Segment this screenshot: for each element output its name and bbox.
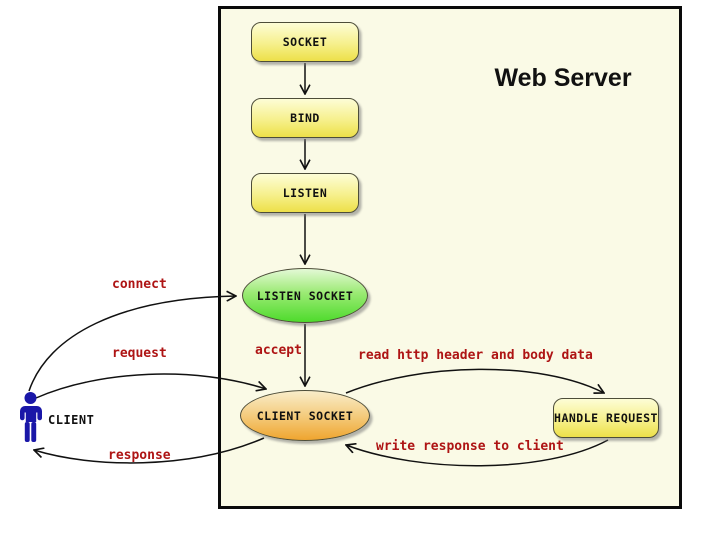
edge-connect xyxy=(28,296,236,392)
node-bind-label: BIND xyxy=(290,111,320,125)
node-client-socket-label: CLIENT SOCKET xyxy=(256,408,354,423)
node-listen-socket: LISTEN SOCKET xyxy=(242,268,368,323)
edge-label-response: response xyxy=(108,448,171,463)
edge-read-http xyxy=(345,368,604,393)
node-handle-request: HANDLE REQUEST xyxy=(553,398,659,438)
node-listen-label: LISTEN xyxy=(282,186,328,200)
edge-request xyxy=(35,373,266,399)
node-client-socket: CLIENT SOCKET xyxy=(240,390,370,441)
node-bind: BIND xyxy=(251,98,359,138)
client-person-icon xyxy=(20,392,42,442)
node-handle-request-label: HANDLE REQUEST xyxy=(554,411,658,425)
node-listen-socket-label: LISTEN SOCKET xyxy=(256,288,354,303)
node-listen: LISTEN xyxy=(251,173,359,213)
node-socket: SOCKET xyxy=(251,22,359,62)
edge-response xyxy=(34,437,265,464)
edge-label-read-http: read http header and body data xyxy=(358,348,593,363)
web-server-title: Web Server xyxy=(494,64,632,92)
edge-write-response xyxy=(346,439,609,467)
edge-label-accept: accept xyxy=(255,343,302,358)
edge-label-connect: connect xyxy=(112,277,167,292)
node-socket-label: SOCKET xyxy=(282,35,328,49)
edge-label-request: request xyxy=(112,346,167,361)
edge-label-write-response: write response to client xyxy=(376,439,564,454)
client-label: CLIENT xyxy=(48,413,95,427)
